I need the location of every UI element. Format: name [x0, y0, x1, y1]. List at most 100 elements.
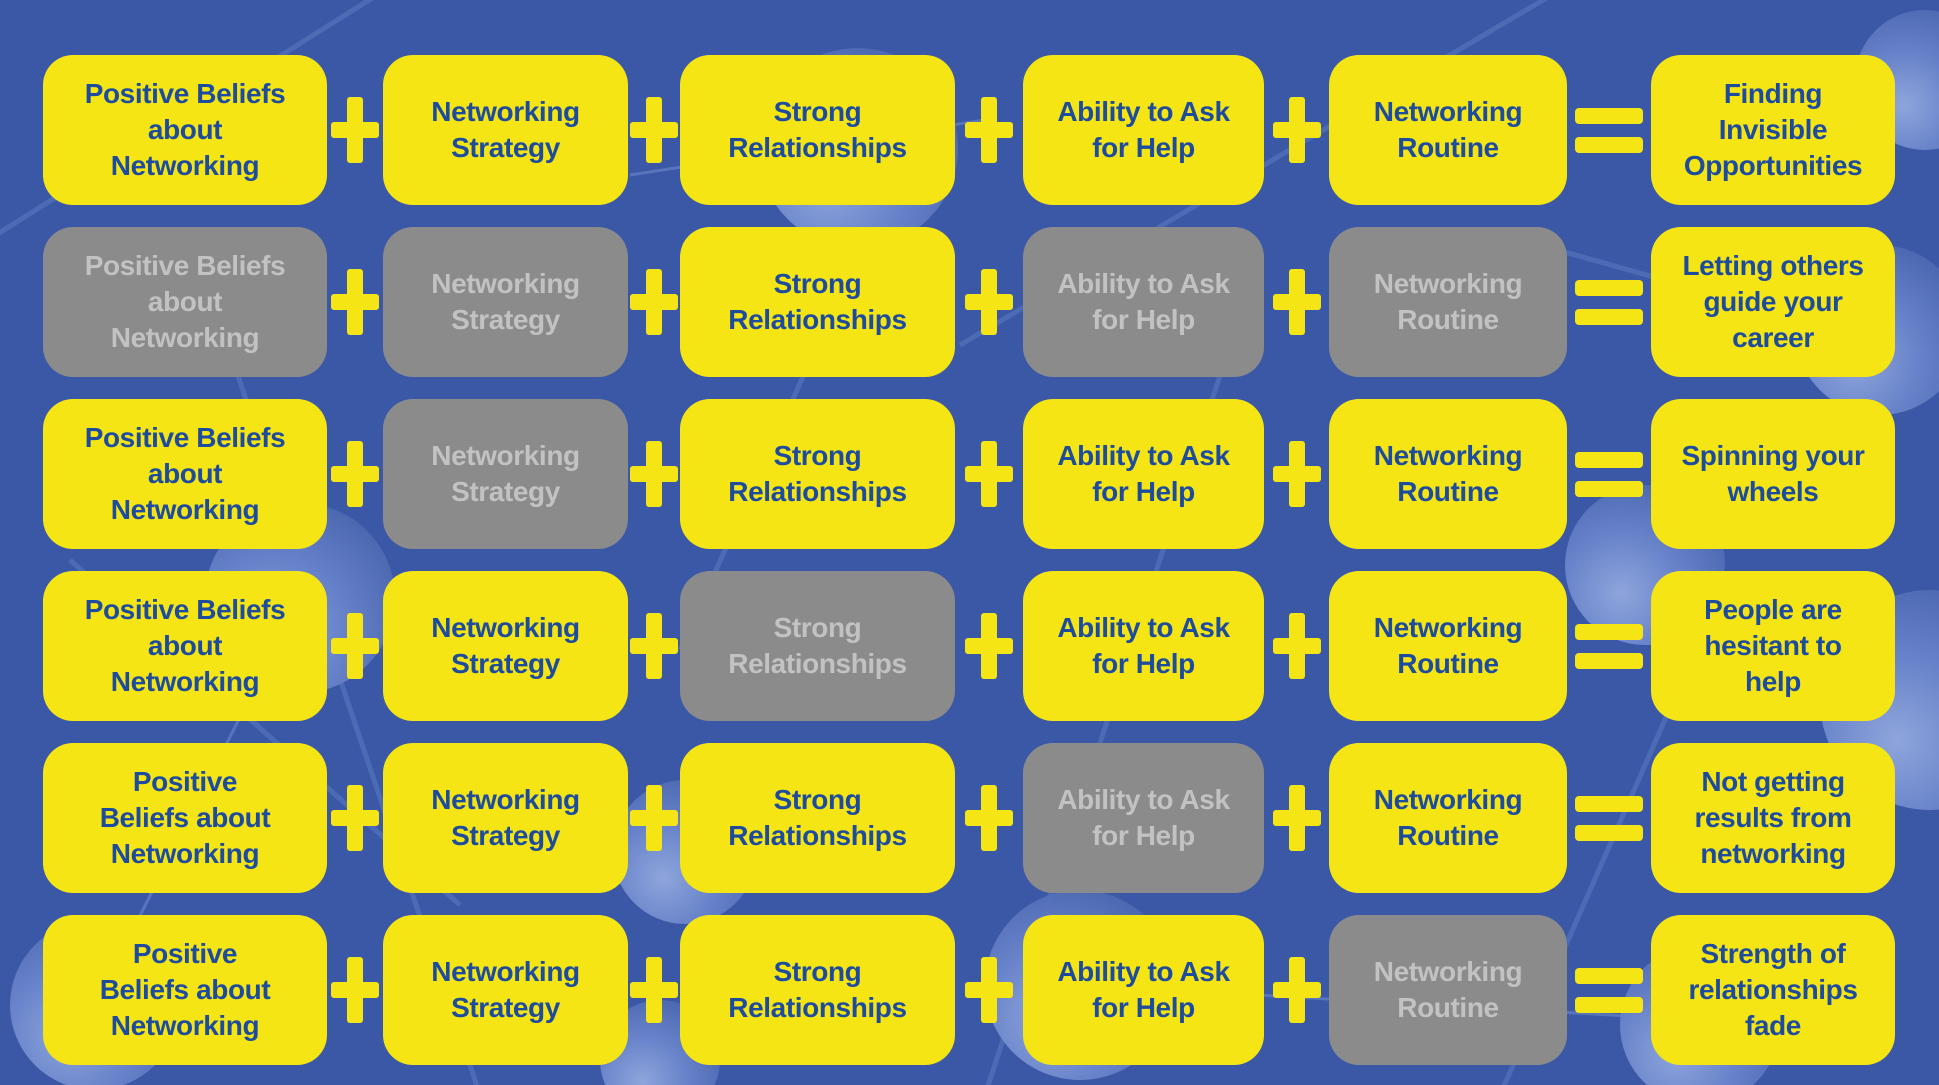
equals-bar [1575, 623, 1643, 640]
result-box-r6: Strength of relationships fade [1651, 915, 1895, 1065]
plus-icon [331, 613, 379, 679]
plus-icon [965, 957, 1013, 1023]
plus-icon-cell [327, 55, 383, 205]
factor-box-r4-c5: Networking Routine [1329, 571, 1567, 721]
result-box-r4: People are hesitant to help [1651, 571, 1895, 721]
equals-bar [1575, 480, 1643, 497]
factor-box-r6-c3: Strong Relationships [680, 915, 955, 1065]
equals-bar [1575, 279, 1643, 296]
plus-icon-cell [327, 915, 383, 1065]
plus-icon-cell [628, 55, 680, 205]
equals-icon [1575, 107, 1643, 153]
factor-box-r1-c4: Ability to Ask for Help [1023, 55, 1264, 205]
equals-bar [1575, 652, 1643, 669]
factor-box-r2-c5: Networking Routine [1329, 227, 1567, 377]
result-box-r1: Finding Invisible Opportunities [1651, 55, 1895, 205]
result-box-r5: Not getting results from networking [1651, 743, 1895, 893]
factor-box-r2-c3: Strong Relationships [680, 227, 955, 377]
plus-icon-cell [628, 399, 680, 549]
factor-box-r3-c2: Networking Strategy [383, 399, 628, 549]
factor-box-r1-c2: Networking Strategy [383, 55, 628, 205]
plus-icon [1272, 97, 1321, 163]
plus-icon-cell [327, 399, 383, 549]
equals-bar [1575, 136, 1643, 153]
factor-box-r3-c4: Ability to Ask for Help [1023, 399, 1264, 549]
factor-box-r6-c5: Networking Routine [1329, 915, 1567, 1065]
factor-box-r1-c1: Positive Beliefs about Networking [43, 55, 327, 205]
factor-box-r5-c2: Networking Strategy [383, 743, 628, 893]
plus-icon [331, 441, 379, 507]
result-box-r3: Spinning your wheels [1651, 399, 1895, 549]
factor-box-r3-c3: Strong Relationships [680, 399, 955, 549]
equals-bar [1575, 795, 1643, 812]
equals-icon [1575, 279, 1643, 325]
plus-icon [630, 97, 678, 163]
plus-icon [1272, 785, 1321, 851]
equals-icon [1575, 795, 1643, 841]
equals-bar [1575, 967, 1643, 984]
equals-icon [1575, 967, 1643, 1013]
equals-icon-cell [1567, 55, 1651, 205]
plus-icon [965, 613, 1013, 679]
plus-icon-cell [1264, 55, 1329, 205]
plus-icon-cell [628, 571, 680, 721]
factor-box-r1-c5: Networking Routine [1329, 55, 1567, 205]
plus-icon-cell [327, 227, 383, 377]
plus-icon [965, 97, 1013, 163]
plus-icon [965, 441, 1013, 507]
plus-icon-cell [1264, 227, 1329, 377]
plus-icon-cell [955, 571, 1023, 721]
factor-box-r1-c3: Strong Relationships [680, 55, 955, 205]
plus-icon-cell [628, 915, 680, 1065]
equals-icon-cell [1567, 915, 1651, 1065]
equals-icon [1575, 623, 1643, 669]
plus-icon-cell [628, 227, 680, 377]
factor-box-r4-c2: Networking Strategy [383, 571, 628, 721]
equals-bar [1575, 996, 1643, 1013]
equals-bar [1575, 107, 1643, 124]
factor-box-r5-c1: Positive Beliefs about Networking [43, 743, 327, 893]
factor-box-r4-c4: Ability to Ask for Help [1023, 571, 1264, 721]
factor-box-r3-c1: Positive Beliefs about Networking [43, 399, 327, 549]
plus-icon [630, 441, 678, 507]
plus-icon [630, 785, 678, 851]
plus-icon [331, 785, 379, 851]
factor-box-r6-c4: Ability to Ask for Help [1023, 915, 1264, 1065]
plus-icon-cell [955, 55, 1023, 205]
plus-icon-cell [955, 399, 1023, 549]
plus-icon [331, 957, 379, 1023]
equals-bar [1575, 824, 1643, 841]
plus-icon-cell [1264, 571, 1329, 721]
factor-box-r5-c5: Networking Routine [1329, 743, 1567, 893]
plus-icon [331, 97, 379, 163]
plus-icon-cell [955, 915, 1023, 1065]
equals-bar [1575, 451, 1643, 468]
factor-box-r2-c1: Positive Beliefs about Networking [43, 227, 327, 377]
plus-icon-cell [628, 743, 680, 893]
factor-box-r4-c3: Strong Relationships [680, 571, 955, 721]
plus-icon-cell [1264, 743, 1329, 893]
equals-icon-cell [1567, 227, 1651, 377]
plus-icon [331, 269, 379, 335]
plus-icon [630, 613, 678, 679]
factor-box-r2-c2: Networking Strategy [383, 227, 628, 377]
plus-icon [630, 957, 678, 1023]
factor-box-r2-c4: Ability to Ask for Help [1023, 227, 1264, 377]
result-box-r2: Letting others guide your career [1651, 227, 1895, 377]
equals-bar [1575, 308, 1643, 325]
factor-box-r3-c5: Networking Routine [1329, 399, 1567, 549]
plus-icon [965, 785, 1013, 851]
plus-icon [1272, 613, 1321, 679]
plus-icon-cell [955, 227, 1023, 377]
factor-box-r5-c3: Strong Relationships [680, 743, 955, 893]
plus-icon [965, 269, 1013, 335]
factor-box-r4-c1: Positive Beliefs about Networking [43, 571, 327, 721]
factor-box-r5-c4: Ability to Ask for Help [1023, 743, 1264, 893]
plus-icon-cell [1264, 915, 1329, 1065]
equals-icon-cell [1567, 399, 1651, 549]
plus-icon [1272, 957, 1321, 1023]
plus-icon-cell [955, 743, 1023, 893]
plus-icon-cell [327, 743, 383, 893]
